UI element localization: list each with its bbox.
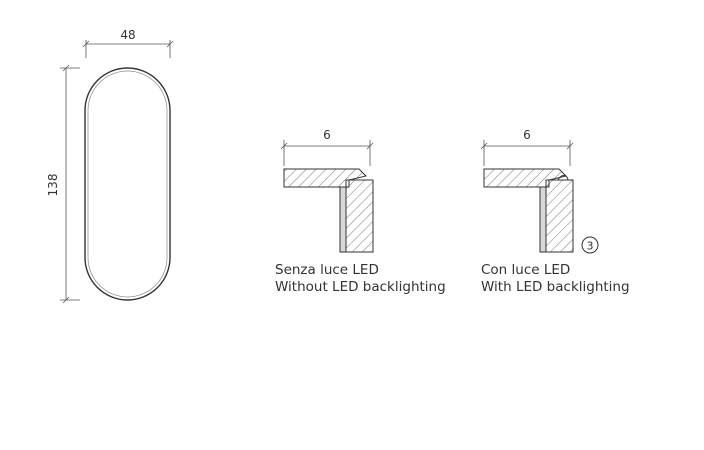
caption-italian: Senza luce LED [275,262,379,278]
caption-italian: Con luce LED [481,262,570,278]
led-strip [557,175,569,181]
height-label: 138 [46,174,60,197]
callout-number: 3 [587,240,594,253]
width-label: 48 [120,28,135,42]
frame-profile-body [545,179,574,253]
mirror-outline-outer [84,67,171,301]
section-dimension: 6 [480,128,574,166]
callout-circle [581,236,599,254]
section-without-led: 6 Senza luce LED Without LED backlightin… [275,128,446,295]
frame-profile-body [345,179,374,253]
mirror-glass [539,186,547,253]
section-dimension: 6 [280,128,374,166]
caption-english: Without LED backlighting [275,279,446,295]
mirror-outline-inner [87,70,168,298]
caption-english: With LED backlighting [481,279,630,295]
dimension-label: 6 [323,128,331,142]
width-dimension: 48 [82,28,174,58]
mirror-glass [339,186,347,253]
section-with-led: 6 3 Con luce LED With LED backlighting [480,128,630,295]
mirror-front-view: 48 138 [46,28,174,304]
height-dimension: 138 [46,64,80,304]
dimension-label: 6 [523,128,531,142]
